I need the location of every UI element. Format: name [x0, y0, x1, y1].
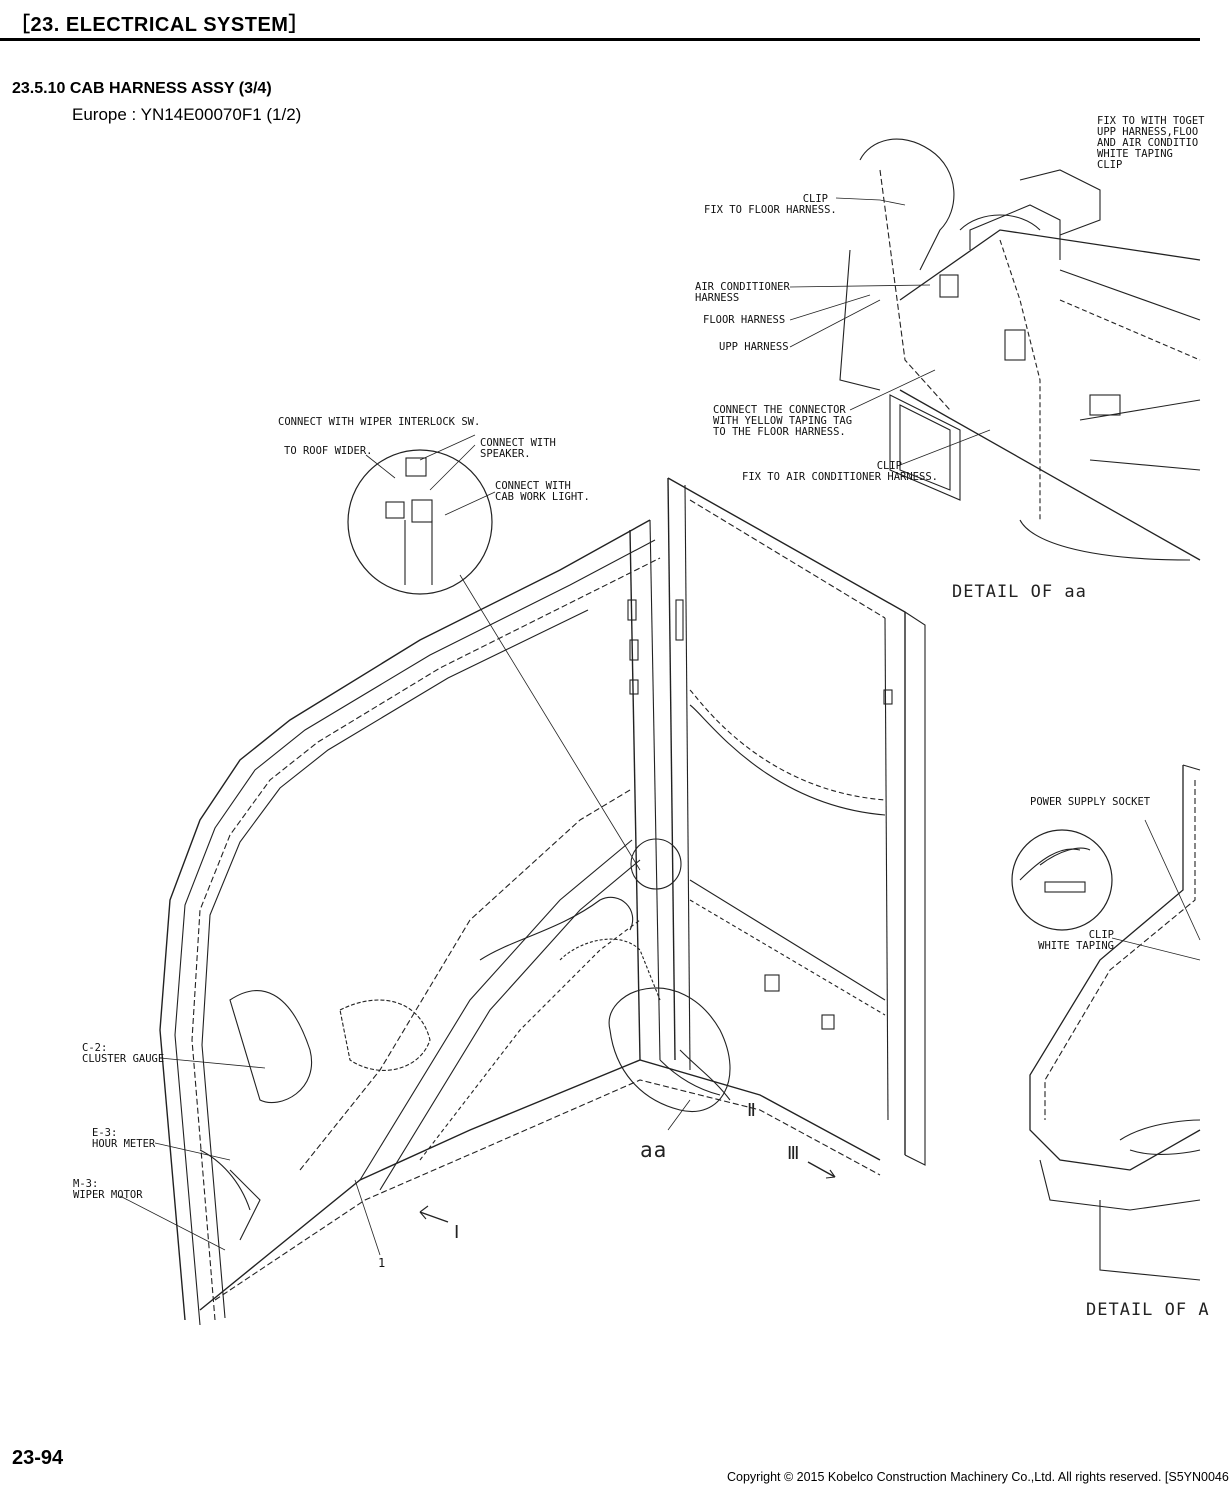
callout-floor-harness: FLOOR HARNESS — [703, 314, 786, 326]
cab-harness-drawing — [119, 138, 1201, 1326]
mark-iii: Ⅲ — [787, 1143, 801, 1164]
mark-ii: Ⅱ — [747, 1100, 757, 1121]
chapter-title: ［23. ELECTRICAL SYSTEM］ — [10, 14, 309, 36]
callout-cluster-gauge: C-2:CLUSTER GAUGE — [82, 1042, 165, 1065]
callout-power-socket: POWER SUPPLY SOCKET — [1030, 796, 1151, 808]
callout-wiper-interlock: CONNECT WITH WIPER INTERLOCK SW. — [278, 416, 481, 428]
callout-hour-meter: E-3:HOUR METER — [92, 1127, 156, 1150]
copyright-notice: Copyright © 2015 Kobelco Construction Ma… — [727, 1470, 1229, 1484]
detail-aa-title: DETAIL OF aa — [952, 582, 1087, 602]
part-number-1: 1 — [378, 1256, 386, 1270]
callout-roof-wider: TO ROOF WIDER. — [284, 445, 373, 457]
detail-a-title: DETAIL OF A — [1086, 1300, 1210, 1320]
callout-wiper-motor: M-3:WIPER MOTOR — [73, 1178, 143, 1201]
callout-upp-harness: UPP HARNESS — [719, 341, 789, 353]
page-number: 23-94 — [12, 1447, 64, 1469]
section-title: 23.5.10 CAB HARNESS ASSY (3/4) — [12, 80, 272, 97]
mark-i: Ⅰ — [454, 1222, 461, 1243]
mark-aa: aa — [640, 1138, 668, 1162]
page-header: ［23. ELECTRICAL SYSTEM］ — [0, 0, 1200, 41]
section-subtitle: Europe : YN14E00070F1 (1/2) — [72, 105, 302, 124]
